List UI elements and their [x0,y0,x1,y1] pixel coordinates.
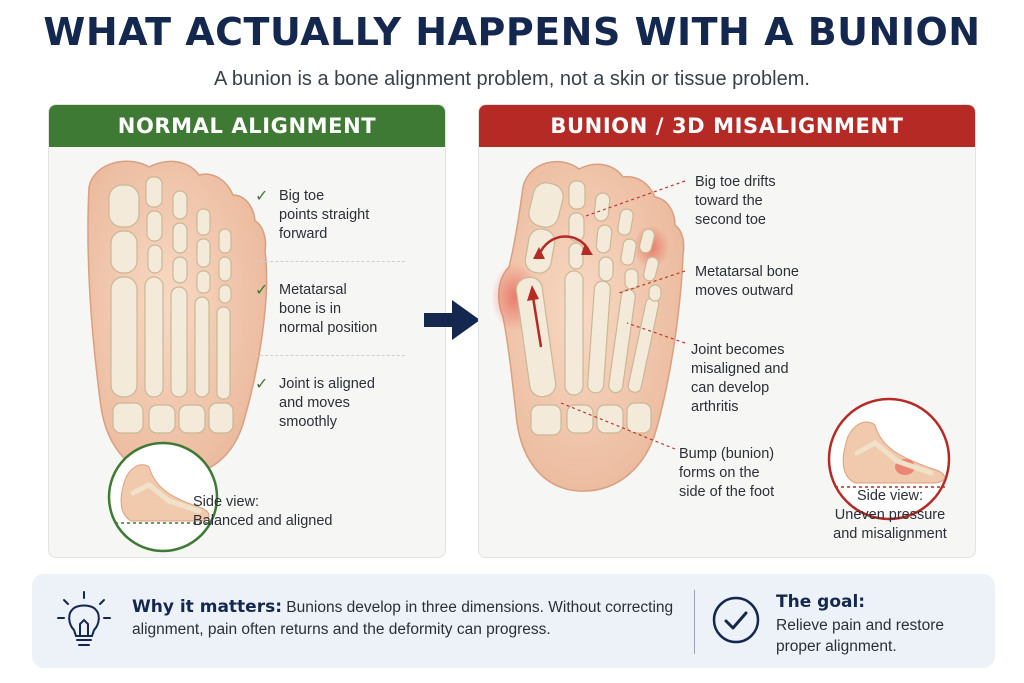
bunion-side-view-label: Side view: [856,488,924,504]
normal-point-1-line3: forward [279,226,328,242]
check-icon: ✓ [255,188,269,205]
normal-point-3: ✓ Joint is aligned and moves smoothly [255,375,375,432]
page-subtitle: A bunion is a bone alignment problem, no… [214,68,810,90]
callout-big-toe-drift: Big toe drifts toward the second toe [695,173,776,230]
normal-point-2: ✓ Metatarsal bone is in normal position [255,281,377,338]
bunion-foot-illustration [491,161,951,521]
normal-side-view-caption: Side view: Balanced and aligned [193,493,332,531]
divider [255,355,405,356]
normal-point-2-line2: bone is in [279,301,342,317]
why-label: Why it matters: [132,597,282,617]
normal-panel-heading: NORMAL ALIGNMENT [49,105,445,147]
normal-point-3-line2: and moves [279,395,350,411]
normal-point-2-line1: Metatarsal [279,282,347,298]
callout-3-line1: Joint becomes [691,342,785,358]
callout-3-line2: misaligned and [691,361,789,377]
info-bar: Why it matters: Bunions develop in three… [32,574,995,668]
callout-2-line2: moves outward [695,283,794,299]
callout-1-line3: second toe [695,212,766,228]
divider [694,590,695,654]
check-circle-icon [712,596,760,644]
normal-foot-illustration [87,160,268,553]
why-text: Bunions develop in three dimensions. Wit… [132,599,674,638]
page-title: WHAT ACTUALLY HAPPENS WITH A BUNION [43,10,981,54]
bunion-side-view-caption: Side view: Uneven pressure and misalignm… [829,487,951,544]
callout-3-line3: can develop [691,380,770,396]
callout-1-line2: toward the [695,193,763,209]
goal-text: Relieve pain and restore proper alignmen… [776,617,945,655]
normal-point-1-line1: Big toe [279,188,325,204]
callout-2-line1: Metatarsal bone [695,264,799,280]
callout-4-line1: Bump (bunion) [679,446,775,462]
callout-metatarsal-outward: Metatarsal bone moves outward [695,263,799,301]
callout-4-line3: side of the foot [679,484,775,500]
callout-bump-forms: Bump (bunion) forms on the side of the f… [679,445,774,502]
normal-alignment-panel: NORMAL ALIGNMENT [48,104,446,558]
why-it-matters: Why it matters: Bunions develop in three… [132,596,692,641]
right-arrow-icon [424,300,480,340]
normal-point-1-line2: points straight [279,207,370,223]
bunion-panel-heading: BUNION / 3D MISALIGNMENT [479,105,975,147]
divider [255,261,405,262]
bunion-side-view-text1: Uneven pressure [834,507,946,523]
lightbulb-icon [57,591,111,646]
normal-point-3-line3: smoothly [279,414,338,430]
callout-3-line4: arthritis [691,399,739,415]
callout-joint-misaligned: Joint becomes misaligned and can develop… [691,341,789,417]
goal-title: The goal: [776,592,866,612]
normal-side-view-label: Side view: [193,494,260,510]
bunion-misalignment-panel: BUNION / 3D MISALIGNMENT [478,104,976,558]
callout-1-line1: Big toe drifts [695,174,776,190]
normal-side-view-text: Balanced and aligned [193,513,333,529]
check-icon: ✓ [255,376,269,393]
check-icon: ✓ [255,282,269,299]
bunion-side-view-text2: and misalignment [833,526,947,542]
callout-4-line2: forms on the [679,465,760,481]
normal-point-3-line1: Joint is aligned [279,376,375,392]
normal-point-2-line3: normal position [279,320,378,336]
normal-point-1: ✓ Big toe points straight forward [255,187,369,244]
